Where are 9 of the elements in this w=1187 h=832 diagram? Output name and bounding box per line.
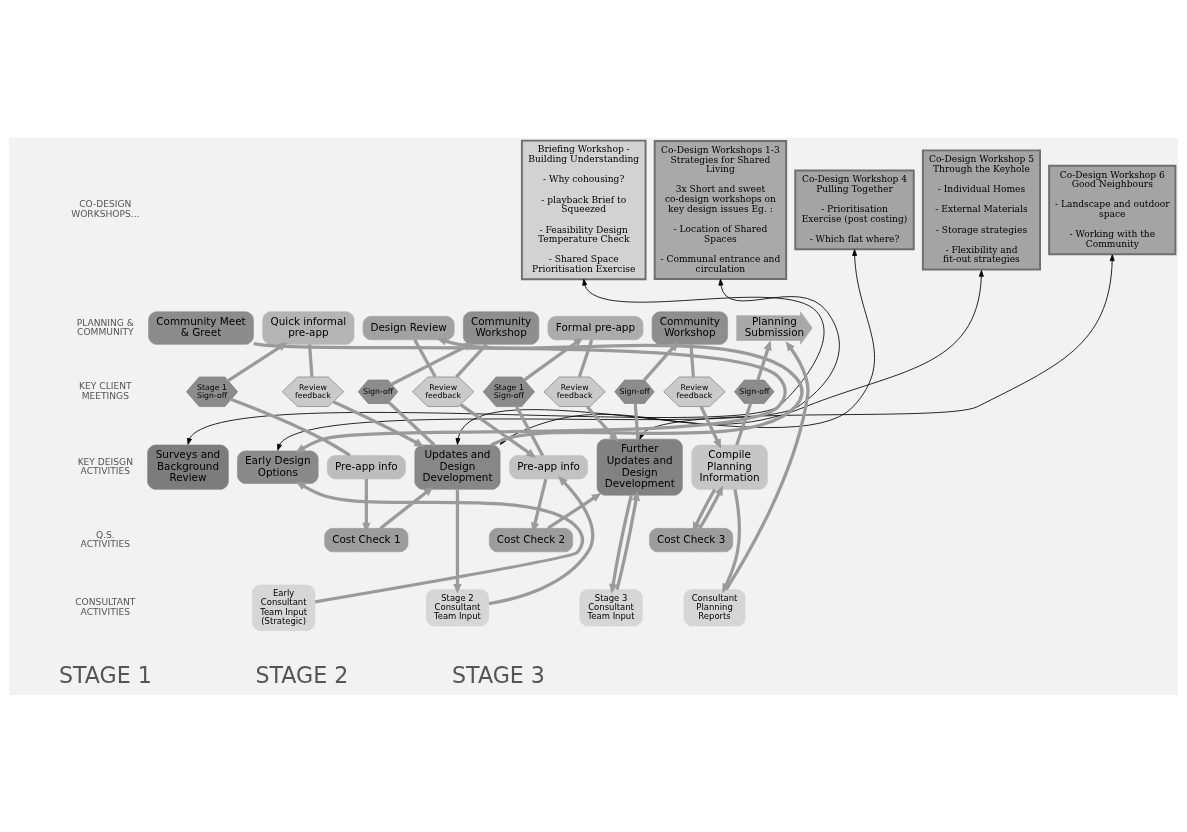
label: STAGE 1 — [58, 661, 152, 688]
label: PLANNING & COMMUNITY — [76, 317, 134, 337]
label: CO-DESIGN WORKSHOPS... — [71, 198, 140, 219]
label: CONSULTANT ACTIVITIES — [75, 596, 136, 617]
label: STAGE 3 — [452, 661, 545, 688]
label: KEY CLIENT MEETINGS — [79, 380, 132, 401]
label: Q.S. ACTIVITIES — [80, 529, 131, 549]
label: STAGE 2 — [255, 661, 349, 688]
label: KEY DEISGN ACTIVITIES — [77, 456, 133, 476]
